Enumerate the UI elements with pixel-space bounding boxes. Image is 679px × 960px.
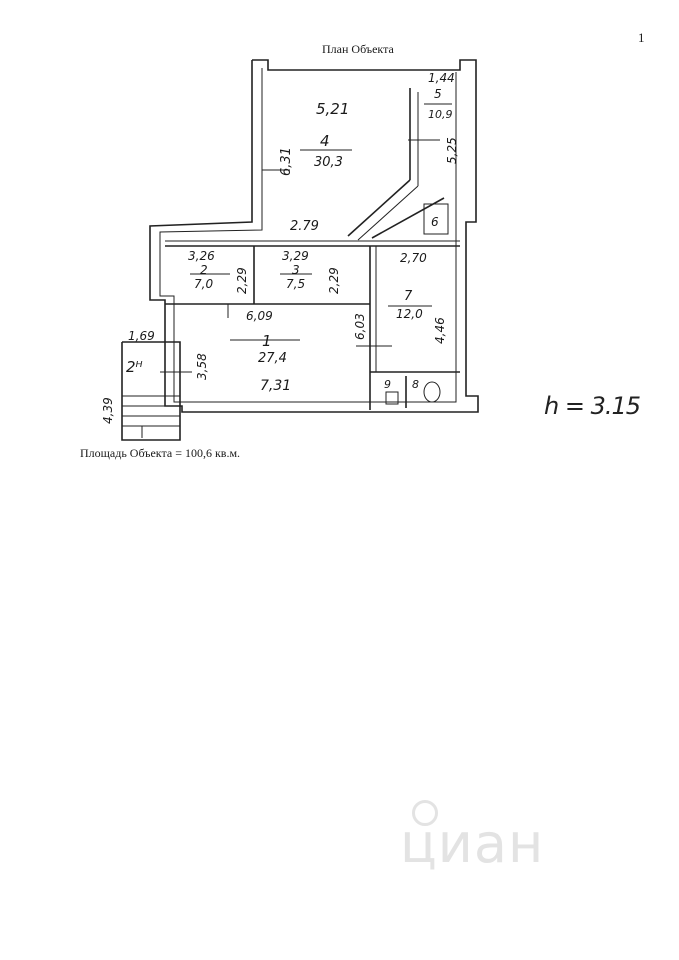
room3-area: 7,5 [286, 277, 305, 291]
room5-width: 1,44 [428, 71, 455, 85]
watermark: циан [400, 812, 545, 875]
room2-area: 7,0 [194, 277, 213, 291]
room6-number: 6 [431, 215, 439, 229]
floor-plan-drawing: 5,21 4 30,3 6,31 2.79 1,44 5 10,9 5,25 6… [101, 59, 479, 441]
room4-bottom: 2.79 [290, 219, 319, 234]
room7-left: 6,03 [353, 313, 367, 340]
room4-height: 6,31 [279, 147, 294, 176]
room5-height: 5,25 [445, 137, 459, 164]
room7-area: 12,0 [396, 307, 423, 321]
room1-top: 6,09 [246, 309, 273, 323]
page-number: 1 [638, 30, 645, 45]
area-caption: Площадь Объекта = 100,6 кв.м. [80, 446, 241, 460]
room1-height: 3,58 [195, 353, 209, 380]
room3-number: 3 [292, 263, 300, 277]
bathroom-fixtures [385, 381, 441, 405]
room8-number: 8 [412, 378, 419, 391]
stair-width: 1,69 [128, 329, 155, 343]
dimension-lines [160, 103, 452, 373]
room5-number: 5 [434, 87, 442, 101]
ceiling-height-note: h = 3.15 [544, 392, 641, 420]
watermark-logo-icon [412, 800, 438, 826]
room1-area: 27,4 [258, 351, 287, 366]
room4-number: 4 [320, 132, 330, 150]
room7-number: 7 [404, 289, 413, 304]
room7-height: 4,46 [433, 317, 447, 344]
outer-walls [149, 59, 479, 413]
room4-area: 30,3 [314, 155, 343, 170]
room5-area: 10,9 [428, 108, 453, 121]
room1-number: 1 [262, 332, 272, 350]
room1-bottom: 7,31 [260, 378, 291, 394]
stair-label: 2ᴴ [126, 358, 143, 376]
room2-width: 3,26 [188, 249, 215, 263]
interior-walls [165, 88, 460, 410]
room2-height: 2,29 [235, 267, 249, 294]
room3-height: 2,29 [327, 267, 341, 294]
staircase [121, 341, 181, 441]
room7-width: 2,70 [400, 251, 427, 265]
room3-width: 3,29 [282, 249, 309, 263]
room4-width: 5,21 [316, 100, 349, 118]
stair-height: 4,39 [101, 397, 115, 424]
plan-title: План Объекта [322, 42, 394, 56]
room2-number: 2 [200, 263, 208, 277]
room9-number: 9 [384, 378, 391, 391]
